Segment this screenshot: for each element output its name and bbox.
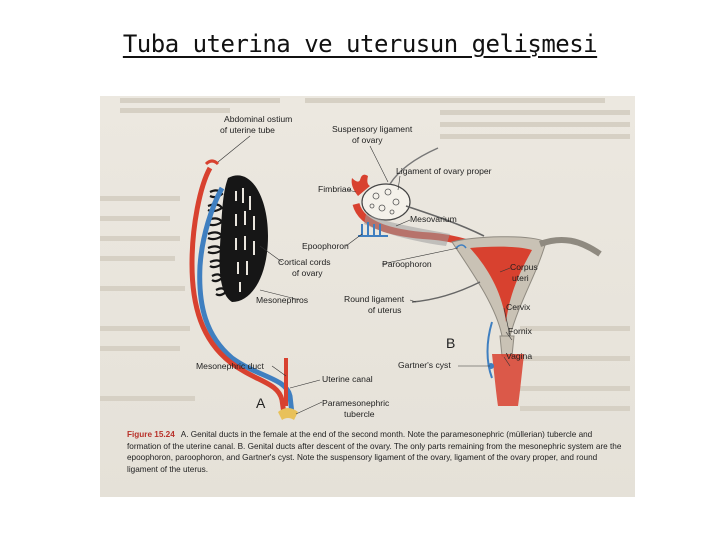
label-uterine-canal: Uterine canal [322,374,373,384]
label-gartners-cyst: Gartner's cyst [398,360,451,370]
fimbriae [351,174,370,196]
paroophoron [455,244,467,249]
embryology-figure: Abdominal ostium of uterine tube Suspens… [100,96,635,497]
label-abdominal-ostium-1: Abdominal ostium [224,114,292,124]
ligament-of-ovary-proper [405,205,485,237]
label-cortical-cords-1: Cortical cords [278,257,331,267]
label-ligament-ovary-proper: Ligament of ovary proper [396,166,492,176]
label-round-ligament-2: of uterus [368,305,401,315]
paramesonephric-tubercle [278,408,298,420]
label-mesonephric-duct: Mesonephric duct [196,361,264,371]
label-fimbriae: Fimbriae [318,184,352,194]
label-cortical-cords-2: of ovary [292,268,323,278]
label-fornix: Fornix [508,326,533,336]
leader-lines [217,135,513,415]
label-corpus-uteri-2: uteri [512,273,529,283]
round-ligament [411,281,481,303]
label-abdominal-ostium-2: of uterine tube [220,125,275,135]
mesonephros-body [219,175,268,302]
figure-number: Figure 15.24 [127,430,175,439]
mesovarium [364,214,450,246]
label-paramesonephric-tubercle-2: tubercle [344,409,375,419]
label-paramesonephric-tubercle-1: Paramesonephric [322,398,390,408]
label-round-ligament-1: Round ligament [344,294,405,304]
slide-title: Tuba uterina ve uterusun gelişmesi [122,30,598,58]
label-paroophoron: Paroophoron [382,259,432,269]
caption-text: A. Genital ducts in the female at the en… [127,430,622,474]
label-mesonephros: Mesonephros [256,295,308,305]
suspensory-ligament [389,147,439,185]
panel-b-letter: B [446,335,455,351]
label-suspensory-ligament-2: of ovary [352,135,383,145]
uterine-cavity [470,246,532,322]
label-vagina: Vagina [506,351,532,361]
mesonephric-duct-a [197,186,295,415]
background-book-text [100,98,630,411]
label-corpus-uteri-1: Corpus [510,262,538,272]
genital-ducts-diagram: Abdominal ostium of uterine tube Suspens… [100,98,630,420]
gartners-duct [486,321,493,379]
label-suspensory-ligament-1: Suspensory ligament [332,124,413,134]
paramesonephric-duct-a [189,166,287,415]
gartners-cyst [488,363,494,369]
ovary [361,183,411,221]
vagina [492,354,524,406]
diagram-labels: Abdominal ostium of uterine tube Suspens… [196,114,538,419]
cortical-cords [235,188,255,292]
label-epoophoron: Epoophoron [302,241,349,251]
label-mesovarium: Mesovarium [410,214,457,224]
label-cervix: Cervix [506,302,531,312]
panel-a-letter: A [256,395,266,411]
